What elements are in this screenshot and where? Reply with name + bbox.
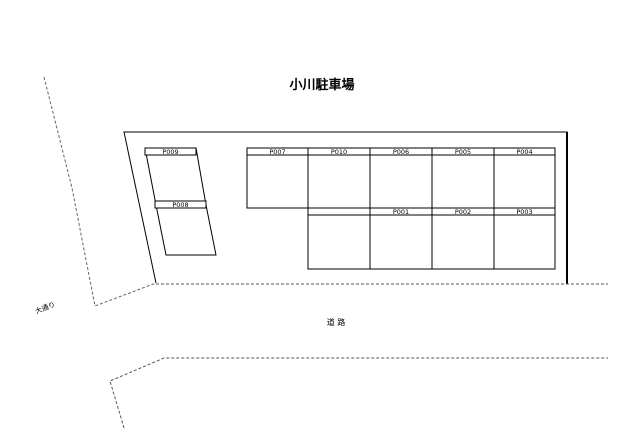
slot-label-p003: P003: [516, 208, 532, 216]
slot-label-p001: P001: [393, 208, 409, 216]
map-title: 小川駐車場: [289, 77, 354, 93]
slot-label-p004: P004: [516, 148, 532, 156]
street-boundary-left: [43, 76, 157, 307]
slot-label-p010: P010: [331, 148, 347, 156]
parking-slot-p002[interactable]: [431, 207, 495, 270]
road-lower-edge: [109, 357, 608, 429]
parking-slot-p009[interactable]: [144, 147, 207, 206]
slot-label-p007: P007: [269, 148, 285, 156]
diagonal-slots: P009 P008: [144, 147, 217, 256]
parking-slot-p001[interactable]: [369, 207, 433, 270]
parking-slot-unlabeled[interactable]: [307, 207, 371, 270]
top-row-slots: P007 P010 P006 P005 P004: [246, 147, 556, 209]
parking-slot-p004[interactable]: [493, 147, 556, 209]
parking-slot-p007[interactable]: [246, 147, 309, 209]
street-label: 大通り: [34, 300, 57, 316]
slot-label-p009: P009: [162, 148, 178, 156]
slot-label-p005: P005: [455, 148, 471, 156]
slot-label-box-p009: [144, 147, 197, 156]
parking-slot-p008[interactable]: [155, 204, 217, 256]
slot-label-p008: P008: [172, 201, 188, 209]
bottom-row-slots: P001 P002 P003: [307, 207, 556, 270]
road-label: 道 路: [327, 317, 346, 327]
parking-slot-p010[interactable]: [307, 147, 371, 209]
slot-label-p006: P006: [393, 148, 409, 156]
slot-label-box-p008: [154, 200, 207, 209]
parking-slot-p006[interactable]: [369, 147, 433, 209]
slot-label-p002: P002: [455, 208, 471, 216]
parking-slot-p003[interactable]: [493, 207, 556, 270]
parking-slot-p005[interactable]: [431, 147, 495, 209]
